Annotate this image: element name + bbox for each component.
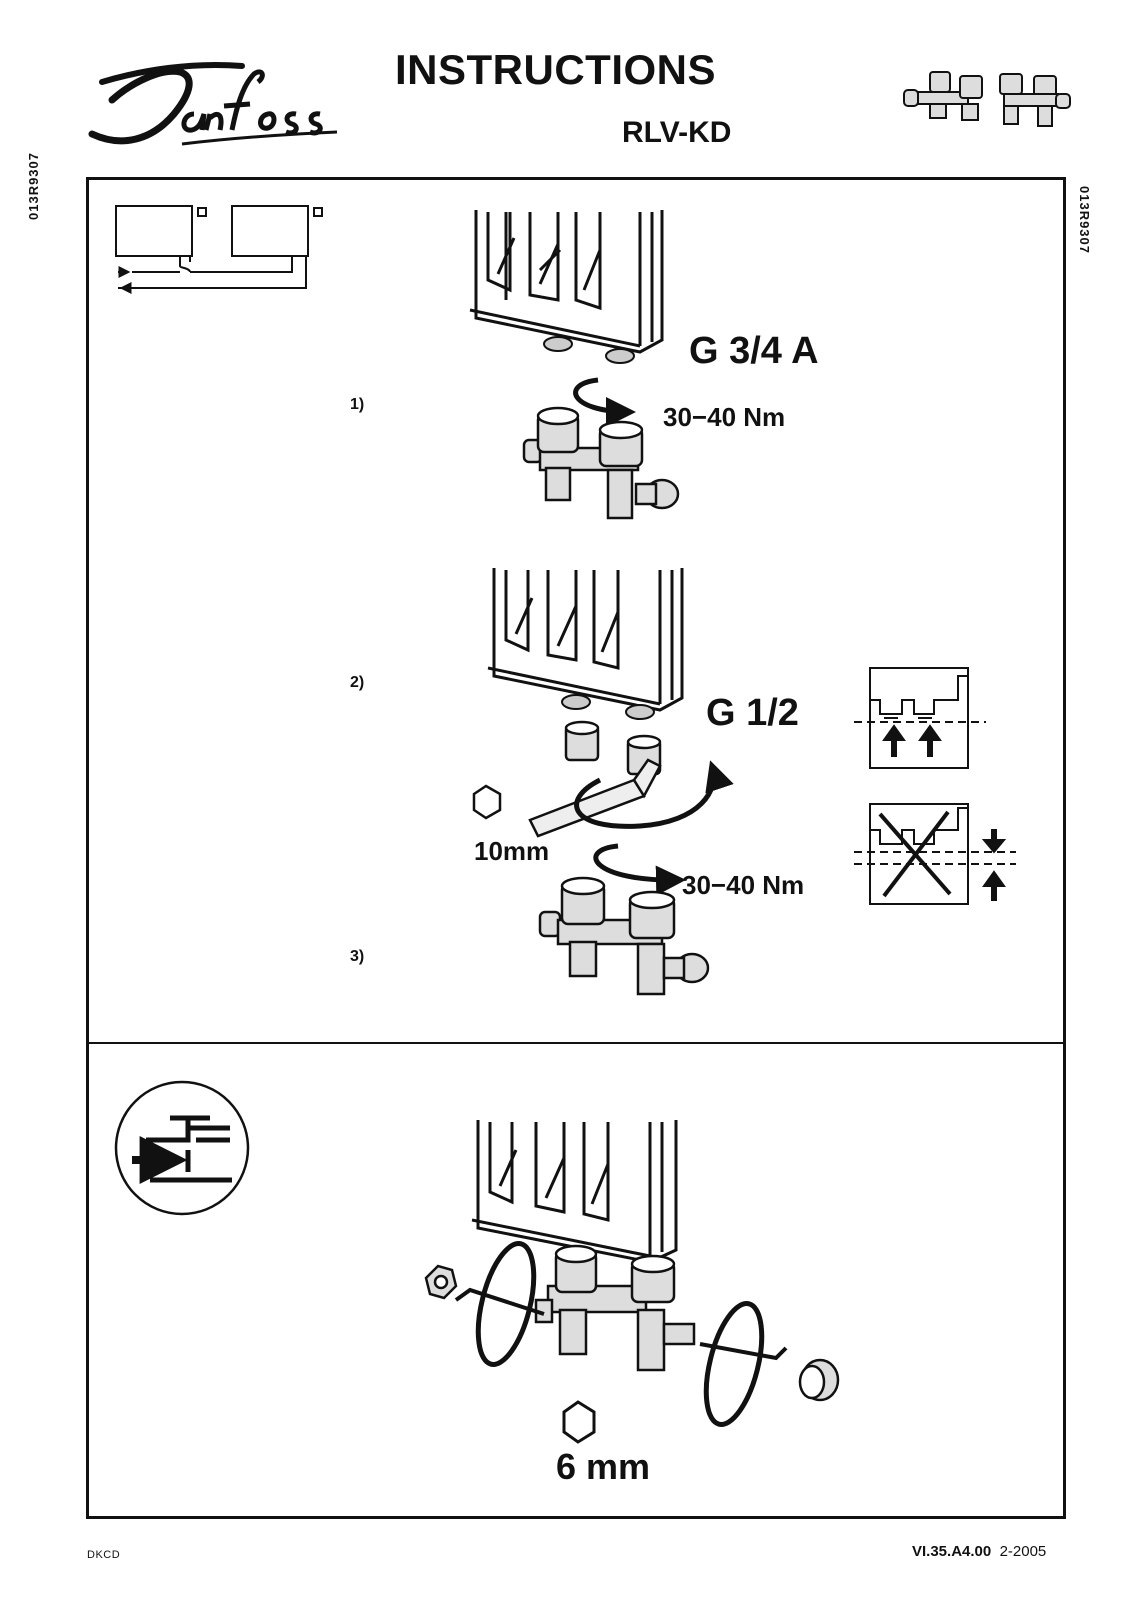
hex-key-icon <box>454 1287 788 1361</box>
torque-spec-2: 30−40 Nm <box>682 870 805 900</box>
footer-code: DKCD <box>87 1549 121 1561</box>
danfoss-logo <box>88 61 338 146</box>
hex-icon <box>562 1400 596 1444</box>
footer-date: 2-2005 <box>999 1543 1047 1560</box>
footer-reference: VI.35.A4.00 2-2005 <box>912 1543 1046 1560</box>
radiator-icon <box>487 568 684 712</box>
rotate-arrow-icon <box>593 843 686 896</box>
step-1-label: 1) <box>350 396 365 413</box>
step-3-label: 3) <box>350 948 365 965</box>
flow-symbol-icon <box>114 1080 250 1216</box>
hex-key-icon <box>528 758 662 838</box>
valve-icon <box>538 876 710 996</box>
radiator-piping-diagram <box>115 205 323 294</box>
valve-icon <box>522 406 680 520</box>
cap-icon <box>798 1358 840 1402</box>
rotate-arrow-icon <box>475 1241 765 1427</box>
torque-spec-1: 30−40 Nm <box>663 402 786 432</box>
thread-size-large: G 3/4 A <box>689 330 819 372</box>
incorrect-thread-icon <box>854 803 1016 905</box>
valve-thumbnail-icon <box>903 71 1071 127</box>
correct-thread-icon <box>854 667 986 769</box>
radiator-icon <box>469 210 664 354</box>
rotate-arrow-icon <box>573 377 636 427</box>
page-title: INSTRUCTIONS <box>395 46 716 93</box>
installation-illustrations <box>114 205 1016 1444</box>
doc-code-left: 013R9307 <box>26 152 41 220</box>
radiator-icon <box>471 1120 678 1264</box>
rotate-arrow-icon <box>574 760 734 829</box>
hex-key-size-2: 6 mm <box>556 1446 651 1487</box>
doc-code-right: 013R9307 <box>1077 186 1092 254</box>
footer-ref: VI.35.A4.00 <box>912 1543 992 1560</box>
hex-key-size-1: 10mm <box>474 836 550 866</box>
valve-icon <box>534 1244 696 1372</box>
hex-icon <box>472 784 502 820</box>
content-frame <box>86 177 1066 1519</box>
thread-size-small: G 1/2 <box>706 692 799 734</box>
nut-icon <box>424 1264 458 1300</box>
section-divider <box>86 1042 1066 1044</box>
model-name: RLV-KD <box>622 116 732 149</box>
step-2-label: 2) <box>350 674 365 691</box>
